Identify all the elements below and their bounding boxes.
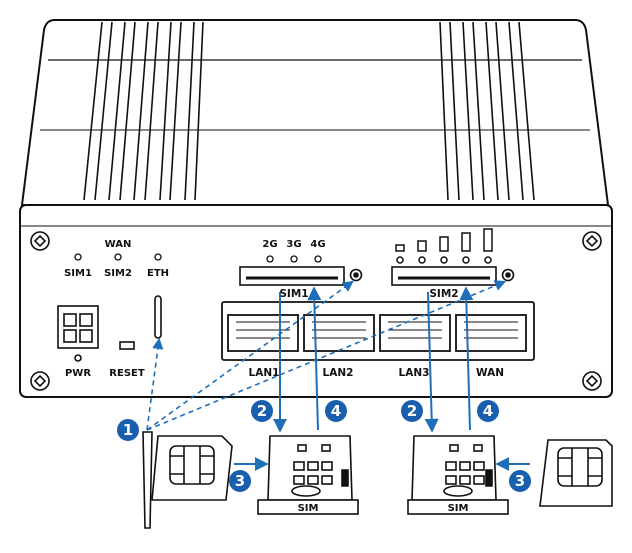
svg-text:4: 4: [483, 402, 493, 420]
sim-card-left-icon: [151, 435, 233, 501]
signal-strength-icon: [395, 228, 493, 264]
sim-card-right-icon: [539, 439, 613, 507]
lan3-port-label: LAN3: [399, 367, 430, 379]
sim1-led-label: SIM1: [64, 268, 92, 279]
dashed-guide-lines: [146, 280, 507, 431]
svg-text:3: 3: [235, 472, 245, 490]
ethernet-ports: [221, 301, 535, 361]
screw-icon: [30, 231, 602, 391]
sim-tray-right: [407, 435, 509, 515]
reset-button[interactable]: [119, 341, 135, 350]
sim-slot-1[interactable]: [239, 266, 363, 286]
network-led-icons: [266, 255, 322, 263]
callout-step-1: 1: [117, 419, 139, 441]
callout-step-4-left: 4: [325, 400, 347, 422]
sim2-led-label: SIM2: [104, 268, 132, 279]
sim-tray-left: [257, 435, 359, 515]
callout-step-2-left: 2: [251, 400, 273, 422]
pwr-label: PWR: [65, 368, 91, 379]
4g-led-label: 4G: [310, 239, 325, 250]
heatsink-fins-left: [83, 21, 204, 201]
wan-port-label: WAN: [476, 367, 504, 379]
lan1-port-label: LAN1: [249, 367, 280, 379]
sim-eject-hole: [154, 295, 162, 339]
wan-led-label: WAN: [105, 239, 132, 250]
sim2-slot-label: SIM2: [429, 288, 458, 300]
power-connector-icon: [57, 305, 99, 362]
callout-step-4-right: 4: [477, 400, 499, 422]
callout-step-3-right: 3: [509, 470, 531, 492]
status-led-icons: [74, 253, 162, 261]
sim-eject-pin-icon: [142, 431, 153, 529]
svg-text:4: 4: [331, 402, 341, 420]
svg-text:2: 2: [257, 402, 267, 420]
svg-text:2: 2: [407, 402, 417, 420]
svg-text:3: 3: [515, 472, 525, 490]
2g-led-label: 2G: [262, 239, 277, 250]
heatsink-fins-right: [439, 21, 535, 201]
callout-step-3-left: 3: [229, 470, 251, 492]
eth-led-label: ETH: [147, 268, 169, 279]
tray-left-label: SIM: [298, 503, 319, 514]
callout-step-2-right: 2: [401, 400, 423, 422]
svg-text:1: 1: [123, 421, 133, 439]
insertion-arrows: [234, 286, 530, 471]
sim-slot-2[interactable]: [391, 266, 515, 286]
lan2-port-label: LAN2: [323, 367, 354, 379]
tray-right-label: SIM: [448, 503, 469, 514]
3g-led-label: 3G: [286, 239, 301, 250]
reset-label: RESET: [109, 368, 145, 379]
sim1-slot-label: SIM1: [279, 288, 308, 300]
